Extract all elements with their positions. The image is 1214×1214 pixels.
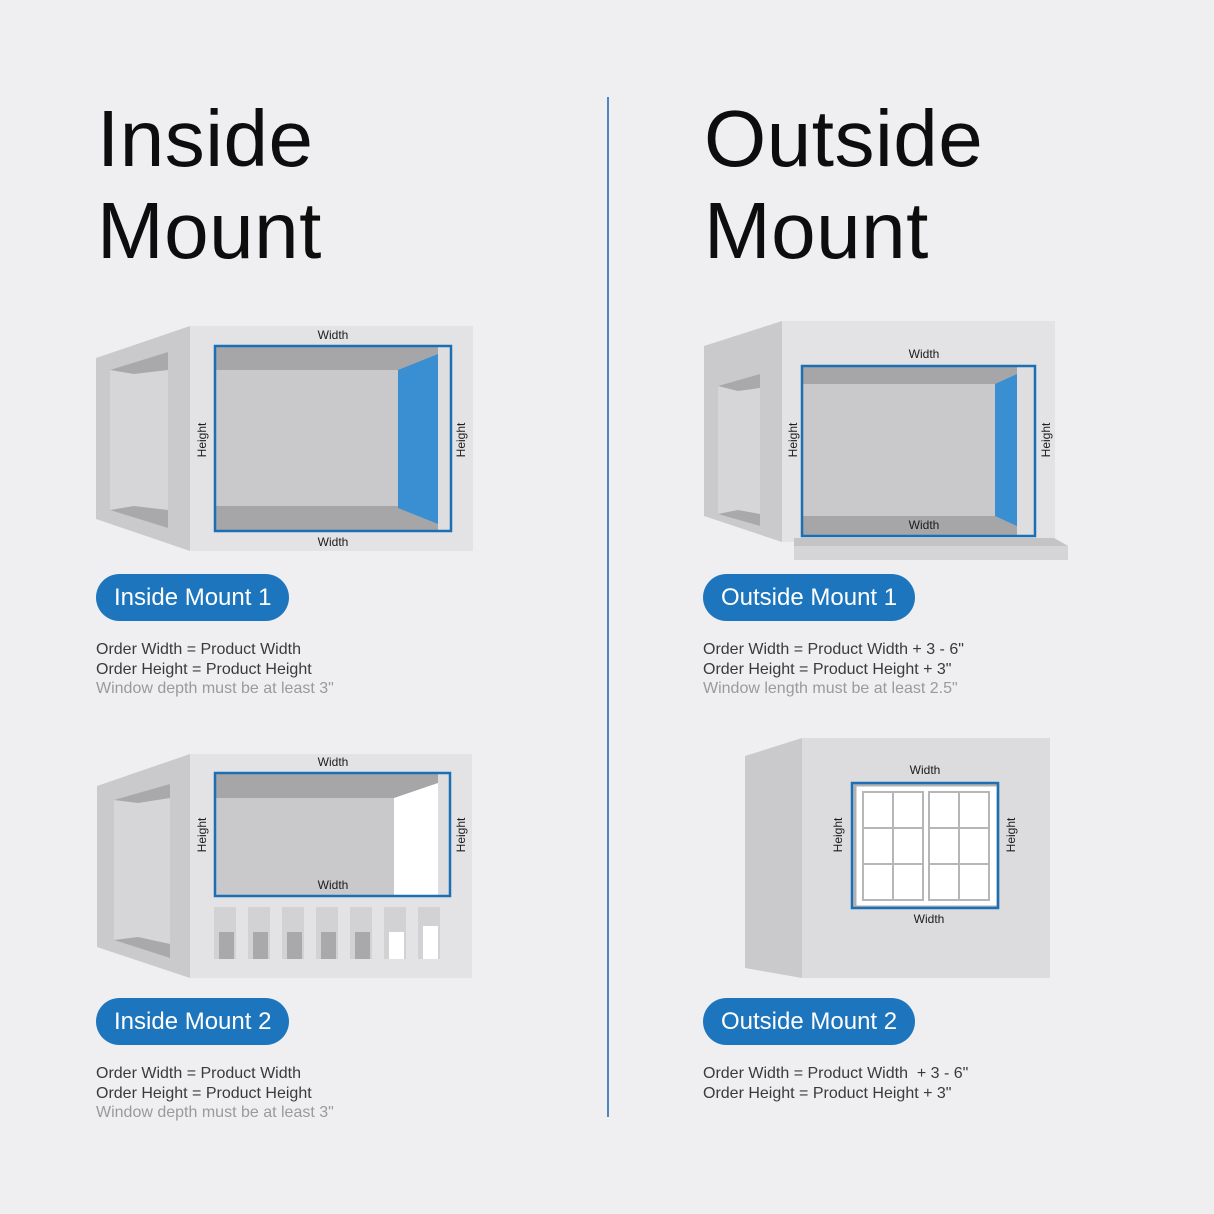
side-opening-bottom — [718, 510, 760, 526]
height-label-left: Height — [195, 422, 209, 457]
width-label-bottom: Width — [318, 535, 349, 549]
outside-mount-1-badge: Outside Mount 1 — [703, 574, 916, 621]
width-label-top: Width — [910, 763, 941, 777]
recess-right-opening — [394, 783, 438, 896]
measurement-frame — [800, 364, 1037, 538]
height-label-right: Height — [454, 817, 468, 852]
outside-mount-1-info: Order Width = Product Width + 3 - 6" Ord… — [703, 640, 964, 699]
inside-mount-2-badge: Inside Mount 2 — [96, 998, 290, 1045]
side-opening-bottom — [110, 506, 168, 528]
outside-mount-1-diagram: Width Width Height Height — [704, 321, 1068, 560]
height-label-right: Height — [1039, 422, 1053, 457]
order-width-formula: Order Width = Product Width + 3 - 6" — [703, 1065, 969, 1082]
inside-mount-1-badge: Inside Mount 1 — [96, 574, 290, 621]
width-label-top: Width — [318, 328, 349, 342]
order-height-formula: Order Height = Product Height — [96, 1084, 312, 1102]
recess-right-wall — [438, 346, 451, 531]
width-label-bottom: Width — [318, 878, 349, 892]
outside-mount-2-info: Order Width = Product Width + 3 - 6" Ord… — [703, 1064, 968, 1103]
order-height-formula: Order Height = Product Height + 3" — [703, 1084, 952, 1102]
window-panes — [862, 791, 990, 901]
side-opening-top — [114, 784, 170, 803]
height-label-left: Height — [786, 422, 800, 457]
height-label-left: Height — [831, 817, 845, 852]
side-opening-top — [110, 352, 168, 374]
inside-mount-1-diagram: Width Width Height Height — [96, 326, 473, 551]
side-wall-opening — [718, 374, 760, 526]
measurement-frame — [850, 781, 1000, 910]
height-label-left: Height — [195, 817, 209, 852]
side-wall-opening — [110, 352, 168, 528]
outside-title-line2: Mount — [704, 186, 929, 275]
side-wall-opening — [114, 784, 170, 958]
recess-ceiling — [215, 773, 450, 798]
order-height-formula: Order Height = Product Height + 3" — [703, 660, 952, 678]
outside-mount-2-badge: Outside Mount 2 — [703, 998, 916, 1045]
depth-note: Window depth must be at least 3" — [96, 680, 334, 697]
measurement-frame — [213, 771, 452, 898]
side-opening-top — [718, 374, 760, 391]
order-width-formula: Order Width = Product Width — [96, 641, 301, 658]
order-height-formula: Order Height = Product Height — [96, 660, 312, 678]
height-label-right: Height — [1004, 817, 1018, 852]
window-sill-top — [794, 538, 1068, 546]
order-width-formula: Order Width = Product Width + 3 - 6" — [703, 641, 964, 658]
outside-title-line1: Outside — [704, 94, 984, 183]
side-opening-bottom — [114, 937, 170, 958]
blind-shade — [398, 354, 438, 524]
recess-right-wall — [1017, 367, 1034, 535]
inside-mount-title: Inside Mount — [97, 93, 322, 277]
recess-ceiling — [803, 367, 1034, 384]
recess-floor — [215, 506, 451, 531]
blind-shade — [995, 374, 1017, 526]
inside-mount-2-info: Order Width = Product Width Order Height… — [96, 1064, 334, 1123]
width-label-bottom: Width — [914, 912, 945, 926]
recess-floor — [803, 516, 1034, 535]
inside-title-line2: Mount — [97, 186, 322, 275]
measurement-frame — [213, 344, 453, 533]
width-label-top: Width — [318, 755, 349, 769]
inside-mount-2-diagram: Width Width Height Height — [97, 754, 472, 978]
side-wall — [745, 738, 802, 978]
railing — [214, 907, 440, 959]
outside-mount-2-diagram: Width Width Height Height — [745, 738, 1050, 978]
column-divider — [607, 97, 609, 1117]
width-label-top: Width — [909, 347, 940, 361]
recess-ceiling — [215, 346, 451, 370]
order-width-formula: Order Width = Product Width — [96, 1065, 301, 1082]
inside-mount-1-info: Order Width = Product Width Order Height… — [96, 640, 334, 699]
outside-mount-title: Outside Mount — [704, 93, 983, 277]
length-note: Window length must be at least 2.5" — [703, 680, 958, 697]
width-label-bottom: Width — [909, 518, 940, 532]
recess-right-wall — [438, 773, 450, 896]
height-label-right: Height — [454, 422, 468, 457]
depth-note: Window depth must be at least 3" — [96, 1104, 334, 1121]
inside-title-line1: Inside — [97, 94, 314, 183]
